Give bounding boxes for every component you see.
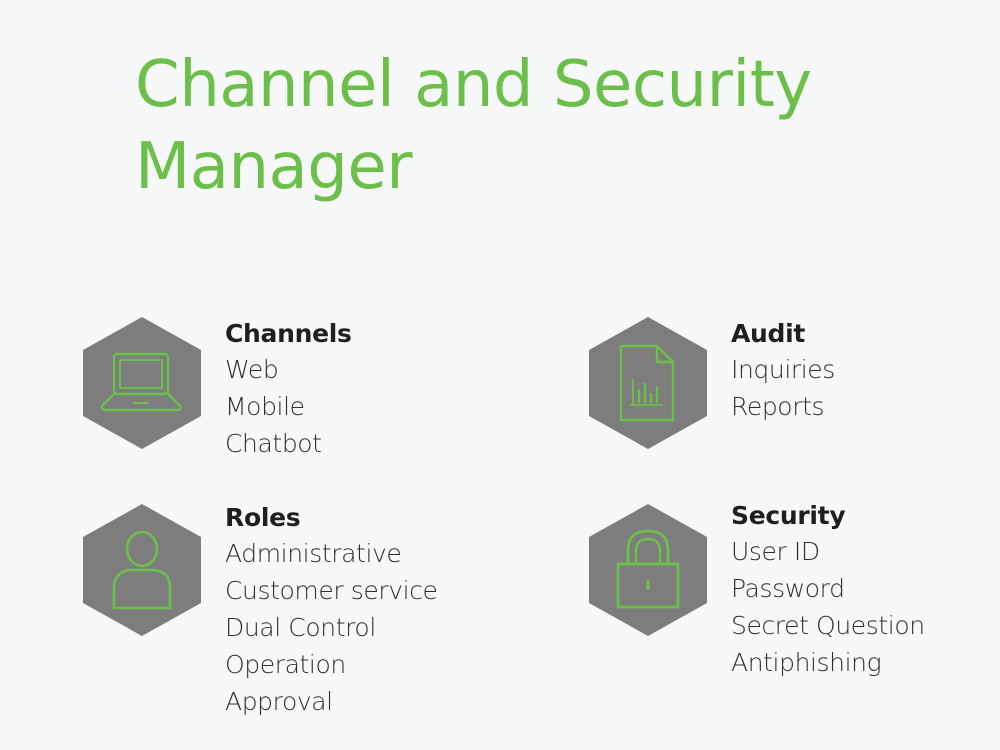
feature-heading-security: Security	[731, 501, 846, 530]
list-item: Mobile	[225, 392, 305, 421]
list-item: Customer service	[225, 576, 438, 605]
list-item: Secret Question	[731, 611, 925, 640]
list-item: Antiphishing	[731, 648, 882, 677]
feature-list-roles: Administrative Customer service Dual Con…	[225, 535, 438, 720]
hexagon-badge	[83, 504, 201, 636]
list-item: Inquiries	[731, 355, 835, 384]
list-item: Operation	[225, 650, 346, 679]
hexagon-badge	[83, 317, 201, 449]
report-document-icon	[619, 344, 675, 422]
list-item: Approval	[225, 687, 333, 716]
hexagon-badge	[589, 317, 707, 449]
list-item: Password	[731, 574, 845, 603]
laptop-icon	[100, 352, 182, 412]
feature-list-channels: Web Mobile Chatbot	[225, 351, 352, 462]
list-item: Administrative	[225, 539, 402, 568]
page-title: Channel and Security Manager	[135, 44, 812, 208]
feature-heading-channels: Channels	[225, 319, 352, 348]
list-item: Dual Control	[225, 613, 376, 642]
list-item: Web	[225, 355, 279, 384]
padlock-icon	[616, 529, 680, 609]
list-item: User ID	[731, 537, 820, 566]
feature-heading-roles: Roles	[225, 503, 301, 532]
hexagon-shape	[83, 317, 201, 449]
list-item: Reports	[731, 392, 825, 421]
page-title-line-1: Channel and Security	[135, 48, 812, 122]
list-item: Chatbot	[225, 429, 322, 458]
feature-list-security: User ID Password Secret Question Antiphi…	[731, 533, 925, 681]
hexagon-shape	[589, 317, 707, 449]
user-icon	[112, 530, 172, 610]
hexagon-badge	[589, 504, 707, 636]
page-title-line-2: Manager	[135, 130, 413, 204]
feature-list-audit: Inquiries Reports	[731, 351, 835, 425]
feature-heading-audit: Audit	[731, 319, 806, 348]
